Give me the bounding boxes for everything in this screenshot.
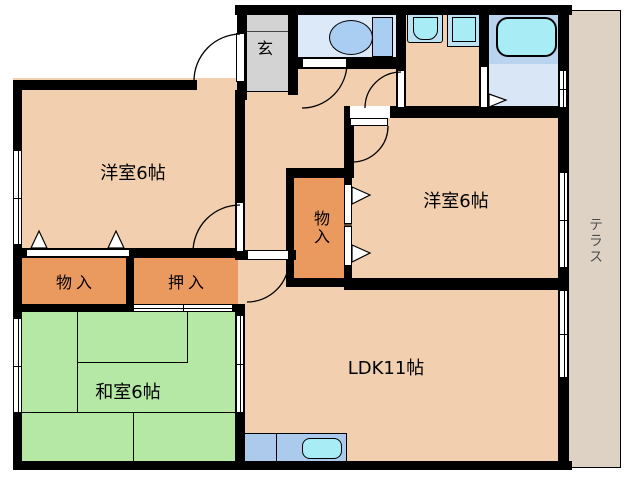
japanese-room-label: 和室6帖 (95, 382, 161, 403)
wall-bedroom2-top (344, 106, 568, 118)
bedroom1-door-leaf (236, 202, 244, 252)
window-ldk-right (559, 290, 568, 378)
closet-sliding-door (133, 304, 233, 312)
bathroom-door-leaf (480, 66, 488, 108)
bedroom2-door-gap (350, 106, 390, 118)
wall-cstorage-left (286, 168, 294, 287)
window-bedroom2-right (559, 172, 568, 268)
window-washitsu-left (13, 318, 22, 413)
cstorage-door-panel (344, 184, 352, 224)
floor-storage-center (292, 176, 346, 280)
tatami-line (22, 412, 238, 413)
bathtub-icon (496, 17, 557, 57)
toilet-door-leaf (302, 58, 347, 68)
window-bath-right (559, 70, 567, 108)
wall-bedroom1-right (235, 90, 245, 258)
wall-cstorage-right-b (344, 266, 352, 287)
wall-left (13, 80, 22, 470)
terrace-label: テラス (587, 217, 603, 265)
cstorage-door-panel (344, 226, 352, 266)
entrance-door-arc (193, 33, 241, 82)
entrance-label: 玄 (256, 39, 274, 58)
kitchen-sink-icon (302, 438, 342, 459)
wall-bedroom2-left (344, 106, 354, 178)
storage-left-label: 物入 (55, 273, 97, 292)
floor-closet (134, 256, 238, 305)
closet-label: 押入 (167, 273, 209, 292)
washroom-door-leaf (397, 70, 405, 108)
tatami-line (77, 362, 188, 363)
tatami-line (133, 412, 134, 462)
floor-storage-left (22, 256, 127, 305)
washing-machine-icon (447, 12, 481, 47)
floor-bath-lower (487, 64, 566, 111)
washitsu-ldk-sliding-door (236, 315, 244, 413)
storage-left-door-track (26, 249, 130, 257)
toilet-icon (329, 20, 373, 55)
bedroom2-label: 洋室6帖 (423, 191, 489, 212)
wall-washroom-left (396, 5, 406, 113)
terrace-area (568, 10, 621, 468)
counter-divider (276, 434, 277, 461)
ldk-label: LDK11帖 (347, 358, 425, 379)
bedroom1-label: 洋室6帖 (100, 163, 166, 184)
entrance-step-line (242, 31, 289, 32)
storage-center-label: 物入 (311, 210, 330, 246)
wall-cstorage-top (286, 168, 352, 178)
wall-cstorage-bottom (286, 278, 352, 287)
wall-bedroom2-bottom (344, 278, 568, 290)
wall-storage-mid (126, 248, 134, 312)
ldk-door-leaf (247, 250, 289, 260)
wall-cstorage-right-a (344, 168, 352, 184)
floor-japanese-room (22, 312, 238, 462)
wall-bottom (13, 461, 572, 470)
tatami-line (187, 312, 188, 363)
wall-top-left (13, 80, 197, 90)
washbasin-icon (407, 13, 443, 43)
wall-entrance-right (288, 5, 298, 95)
toilet-tank-icon (372, 17, 393, 57)
bedroom2-door-leaf (350, 118, 388, 126)
entrance-door-leaf (236, 33, 245, 82)
wall-bath-left (479, 5, 489, 113)
kitchen-counter (244, 433, 347, 462)
window-bedroom1-left (13, 150, 22, 245)
wall-storage-bottom (13, 304, 245, 312)
